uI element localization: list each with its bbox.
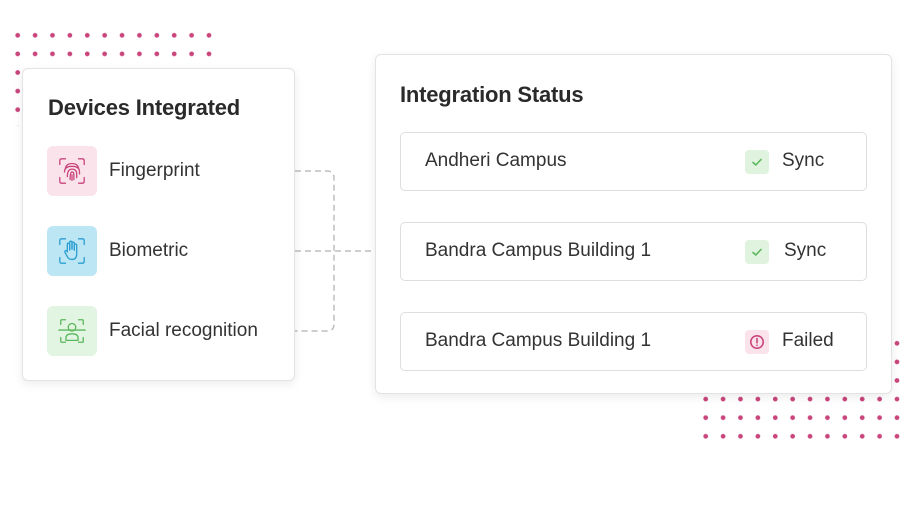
status-label: Sync bbox=[784, 240, 827, 261]
status-row-andheri-campus[interactable]: Andheri Campus Sync bbox=[400, 132, 867, 191]
status-row-bandra-building-1[interactable]: Bandra Campus Building 1 Sync bbox=[400, 222, 867, 281]
devices-card-title: Devices Integrated bbox=[48, 95, 241, 120]
devices-integrated-card: Devices Integrated Fingerprint bbox=[22, 68, 295, 381]
device-label-biometric: Biometric bbox=[109, 240, 189, 261]
status-location-name: Andheri Campus bbox=[425, 150, 567, 171]
integration-status-card: Integration Status Andheri Campus Sync B… bbox=[375, 54, 892, 394]
device-item-fingerprint[interactable]: Fingerprint bbox=[47, 146, 200, 196]
check-icon bbox=[745, 240, 769, 264]
device-item-biometric[interactable]: Biometric bbox=[47, 226, 188, 276]
alert-circle-icon bbox=[745, 330, 769, 354]
face-scan-icon bbox=[47, 306, 97, 356]
hand-icon bbox=[47, 226, 97, 276]
status-label: Sync bbox=[782, 150, 825, 171]
status-row-bandra-building-1-failed[interactable]: Bandra Campus Building 1 Failed bbox=[400, 312, 867, 371]
device-item-facial-recognition[interactable]: Facial recognition bbox=[47, 306, 258, 356]
check-icon bbox=[745, 150, 769, 174]
status-label: Failed bbox=[782, 330, 834, 351]
connector-bracket bbox=[295, 170, 335, 332]
device-label-facial-recognition: Facial recognition bbox=[109, 320, 258, 341]
status-location-name: Bandra Campus Building 1 bbox=[425, 240, 652, 261]
status-location-name: Bandra Campus Building 1 bbox=[425, 330, 652, 351]
device-label-fingerprint: Fingerprint bbox=[109, 160, 200, 181]
status-card-title: Integration Status bbox=[400, 82, 584, 107]
fingerprint-icon bbox=[47, 146, 97, 196]
